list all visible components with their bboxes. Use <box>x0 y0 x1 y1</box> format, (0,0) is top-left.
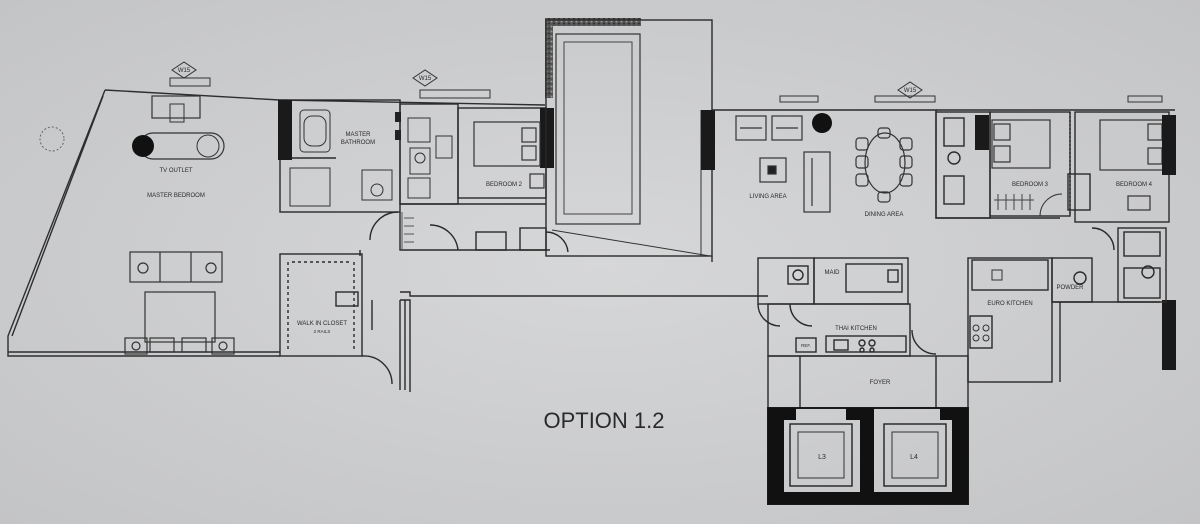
lift-l4-label: L4 <box>910 454 918 461</box>
main-corridor <box>399 291 768 392</box>
euro-kitchen-walls <box>967 257 1160 383</box>
window-tag-2: W15 <box>419 76 432 82</box>
tv-outlet-symbol <box>132 132 225 160</box>
lift-core <box>767 407 969 505</box>
structural-column <box>540 108 554 168</box>
tv-stand <box>169 103 185 123</box>
coffee-table <box>759 157 787 183</box>
structural-column <box>278 100 292 160</box>
armchairs <box>735 115 803 141</box>
plant-symbol <box>39 126 65 152</box>
walk-in-closet-walls <box>279 253 393 385</box>
living-sofa <box>803 151 831 213</box>
foyer-label: FOYER <box>870 380 891 386</box>
bedroom-3-closet <box>994 194 1034 210</box>
pool <box>555 33 641 225</box>
master-bed <box>124 291 235 355</box>
window-tag-1: W15 <box>178 68 191 74</box>
structural-column <box>1162 115 1176 175</box>
tv-outlet-label: TV OUTLET <box>159 168 192 174</box>
corridor-walls <box>359 211 569 256</box>
corridor-closet-hatch <box>401 212 414 250</box>
bedroom-2-label: BEDROOM 2 <box>486 182 523 188</box>
living-area-label: LIVING AREA <box>749 194 786 200</box>
maid-label: MAID <box>825 270 841 276</box>
sofa <box>129 251 223 283</box>
structural-column <box>701 110 715 170</box>
structural-column <box>1162 300 1176 370</box>
bedroom-3-label: BEDROOM 3 <box>1012 182 1049 188</box>
bedroom-2-bed <box>473 121 545 189</box>
powder-label: POWDER <box>1057 285 1085 291</box>
lamp-symbol <box>812 113 832 133</box>
lift-l3-label: L3 <box>818 454 826 461</box>
walk-in-closet-note: 2 RAILS <box>314 329 331 334</box>
master-bathroom-label-line2: BATHROOM <box>341 140 375 146</box>
bedroom-3-bed <box>991 119 1051 169</box>
option-title: OPTION 1.2 <box>543 408 664 433</box>
island-sink <box>991 269 1003 281</box>
bedroom-3-walls <box>935 111 1071 219</box>
dining-area-label: DINING AREA <box>865 212 904 218</box>
walk-in-closet-label: WALK IN CLOSET <box>297 321 347 327</box>
euro-kitchen-label: EURO KITCHEN <box>987 301 1032 307</box>
thai-kitchen-label: THAI KITCHEN <box>835 326 877 332</box>
door-swing <box>1039 193 1063 217</box>
structural-column <box>975 115 989 150</box>
tv-cabinet <box>151 95 201 119</box>
dining-table <box>855 127 913 203</box>
bathroom-dark-strip <box>395 112 401 140</box>
bedroom-4-label: BEDROOM 4 <box>1116 182 1153 188</box>
fridge-label: REF. <box>801 343 811 348</box>
master-bathroom-label-line1: MASTER <box>345 132 371 138</box>
window-tag-3: W15 <box>904 88 917 94</box>
master-bedroom-label: MASTER BEDROOM <box>147 193 205 199</box>
cooktop <box>972 324 990 342</box>
